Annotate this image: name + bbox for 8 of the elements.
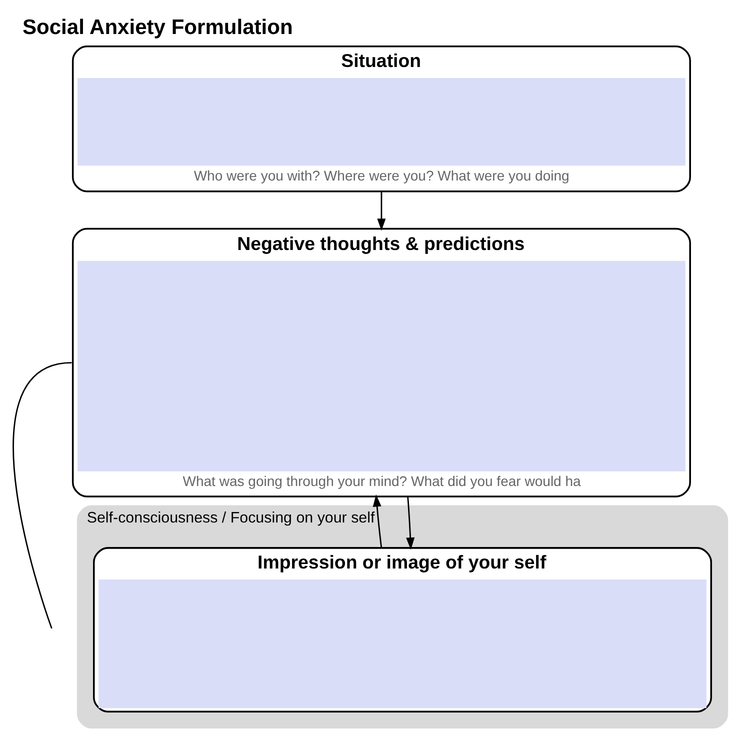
arrow [377, 191, 386, 230]
node-box: Situation Who were you with? Where were you? What were you doing [72, 45, 691, 192]
connector [12, 361, 72, 628]
diagram-title: Social Anxiety Formulation [22, 16, 293, 39]
node-box: Impression or image of your self [93, 546, 712, 712]
arrow [372, 494, 382, 548]
arrow [406, 496, 415, 550]
node-box: Negative thoughts & predictions What was going through your mind? What did you fear would ha [72, 227, 691, 497]
